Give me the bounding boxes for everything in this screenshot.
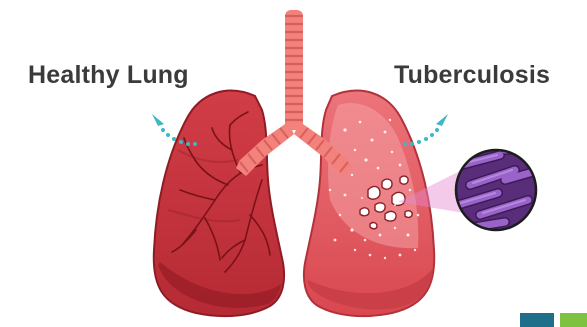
bacteria-icon: [456, 148, 540, 230]
healthy-lung: [154, 91, 284, 316]
trachea-icon: [236, 10, 352, 176]
corner-block-green: [560, 313, 587, 327]
corner-block-teal: [520, 313, 554, 327]
